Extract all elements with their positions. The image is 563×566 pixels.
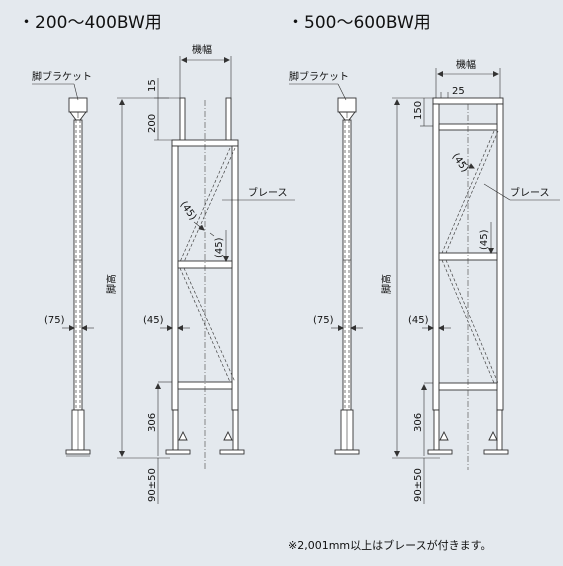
left-bracket-label: 脚ブラケット xyxy=(32,70,92,83)
left-brace-angle-45: (45) xyxy=(178,199,199,222)
left-leg-height-label: 脚高 xyxy=(105,274,118,294)
right-dim-45-vertical: (45) xyxy=(479,229,490,250)
right-group: 脚ブラケット (75) 脚高 150 機幅 25 xyxy=(289,58,560,504)
right-side-leg xyxy=(331,97,363,455)
right-bracket-label: 脚ブラケット xyxy=(289,70,349,83)
left-width-label: 機幅 xyxy=(192,43,212,56)
title-500-600bw: ・500～600BW用 xyxy=(287,13,431,33)
left-dim-45-horizontal: (45) xyxy=(143,315,164,326)
left-dim-15: 15 xyxy=(147,79,158,92)
right-dim-45-horizontal: (45) xyxy=(408,315,429,326)
left-group: 脚ブラケット (75) 脚高 15 200 機幅 xyxy=(32,43,295,504)
right-leg-height-label: 脚高 xyxy=(380,274,393,294)
left-dim-306: 306 xyxy=(147,413,158,432)
right-brace-angle-45: (45) xyxy=(450,151,471,174)
right-dim-90: 90±50 xyxy=(413,468,424,502)
left-side-leg xyxy=(62,97,94,457)
right-dim-150: 150 xyxy=(413,101,424,120)
left-brace-label: ブレース xyxy=(248,186,288,199)
left-brace-angle-arrow2 xyxy=(209,232,215,237)
left-front-frame xyxy=(165,97,245,470)
right-dim-25: 25 xyxy=(452,86,465,97)
right-bracket-leader xyxy=(337,83,347,101)
right-brace-leader xyxy=(483,183,511,201)
right-dim-75: (75) xyxy=(313,315,334,326)
right-dim-306: 306 xyxy=(413,413,424,432)
right-brace-angle-arrow xyxy=(461,161,475,169)
right-front-frame xyxy=(427,97,509,470)
left-dim-75: (75) xyxy=(44,315,65,326)
left-brace-angle-arrow xyxy=(193,221,205,231)
footnote: ※2,001mm以上はブレースが付きます。 xyxy=(288,539,492,552)
left-bracket-leader xyxy=(73,83,79,101)
left-dim-200: 200 xyxy=(147,114,158,133)
title-200-400bw: ・200～400BW用 xyxy=(18,13,162,33)
left-dim-45-vertical: (45) xyxy=(214,237,225,258)
right-width-label: 機幅 xyxy=(456,58,476,71)
left-dim-90: 90±50 xyxy=(147,468,158,502)
right-brace-label: ブレース xyxy=(510,186,550,199)
